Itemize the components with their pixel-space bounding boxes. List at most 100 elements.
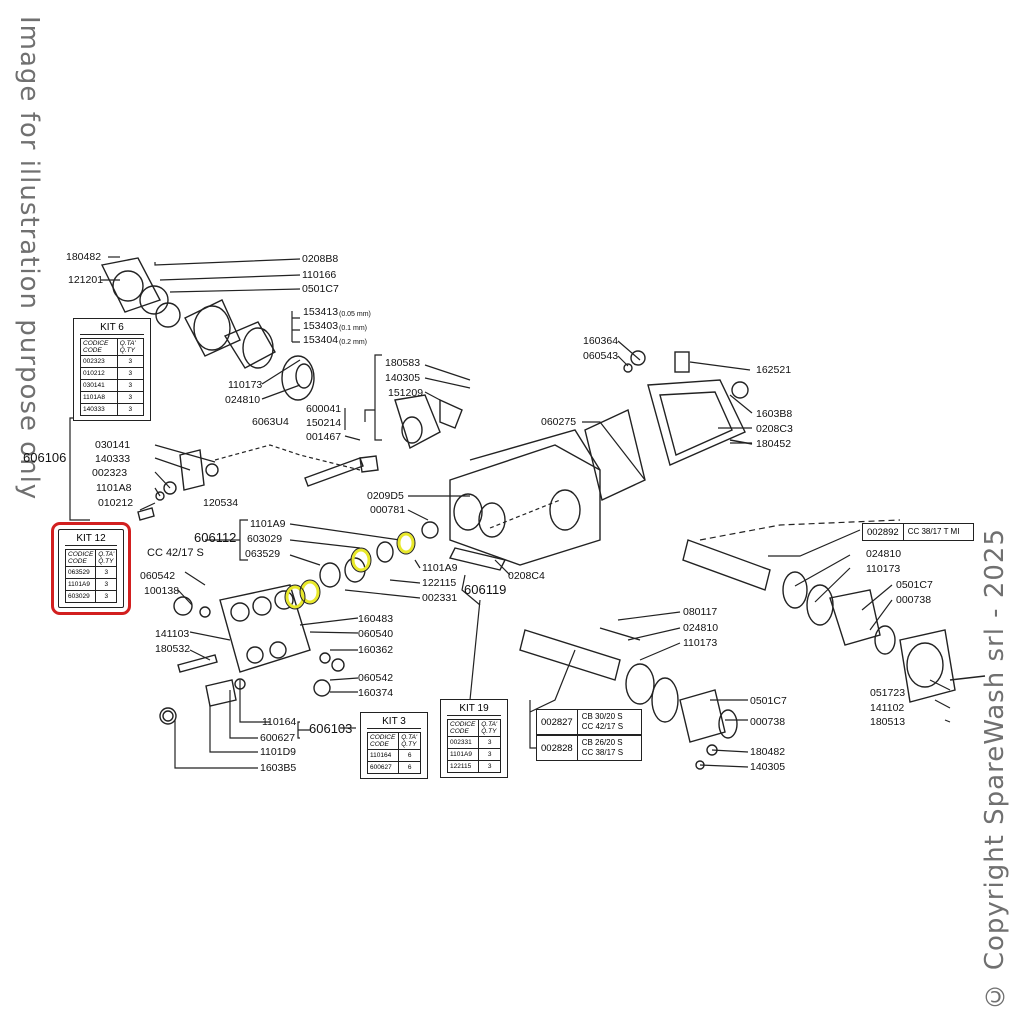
column-header-code: CODICE CODE [366, 732, 400, 750]
part-code: 063529 [64, 566, 97, 579]
model-box-002892: 002892 CC 38/17 T MI [862, 523, 974, 541]
kit-group-label: 606112 [194, 530, 237, 545]
kit-group-label: 606106 [23, 450, 67, 465]
part-code: 1101A8 [80, 391, 118, 404]
part-code: 110164 [366, 749, 400, 762]
part-label: 080117 [683, 606, 718, 618]
part-label: 002323 [92, 467, 128, 479]
part-label: 603029 [247, 533, 283, 545]
part-label: 180482 [66, 251, 102, 263]
part-label: 162521 [756, 364, 792, 376]
model-name: CC 38/17 T MI [907, 527, 960, 536]
column-header-code: CODICE CODE [446, 719, 480, 737]
part-label: 153403 [303, 320, 339, 332]
kit-title: KIT 19 [447, 703, 501, 716]
part-label: 1101A9 [250, 518, 286, 530]
part-label: 150214 [306, 417, 342, 429]
part-label: 002331 [422, 592, 458, 604]
model-name: CB 26/20 S [581, 738, 623, 747]
part-code: 1101A9 [64, 578, 97, 591]
part-label: 180583 [385, 357, 421, 369]
part-label: 0208B8 [302, 253, 339, 265]
shim-thickness: (0.05 mm) [339, 311, 371, 318]
model-box-002828: 002828 CB 26/20 S CC 38/17 S [536, 735, 642, 761]
part-label: 180532 [155, 643, 191, 655]
part-code: 030141 [80, 379, 118, 392]
part-label: 121201 [68, 274, 104, 286]
part-label: 000738 [750, 716, 786, 728]
part-code: 010212 [80, 367, 118, 380]
part-label: 000781 [370, 504, 406, 516]
part-label: 060542 [358, 672, 394, 684]
part-label: 0208C3 [756, 423, 793, 435]
part-label: 1603B5 [260, 762, 297, 774]
part-label: 1101D9 [260, 746, 297, 758]
kit-group-label: 606103 [309, 721, 353, 736]
part-label: 060542 [140, 570, 176, 582]
part-qty: 3 [478, 748, 501, 761]
part-label: 153404 [303, 334, 339, 346]
part-label: 180452 [756, 438, 792, 450]
part-qty: 3 [116, 367, 145, 380]
model-name: CC 42/17 S [581, 722, 624, 731]
part-code: 603029 [64, 590, 97, 603]
part-qty: 6 [398, 749, 421, 762]
part-label: 180482 [750, 746, 786, 758]
part-label: 600627 [260, 732, 296, 744]
kit-title: KIT 3 [367, 716, 421, 729]
part-label: 060543 [583, 350, 619, 362]
part-label: 1101A9 [422, 562, 458, 574]
watermark-illustration-note: Image for illustration purpose only [14, 16, 44, 501]
part-label: 140305 [385, 372, 421, 384]
part-label: 0208C4 [508, 570, 545, 582]
model-box-002827: 002827 CB 30/20 S CC 42/17 S [536, 709, 642, 735]
part-label: 120534 [203, 497, 239, 509]
part-qty: 3 [95, 578, 118, 591]
part-label: 110166 [302, 269, 337, 281]
part-label: 160483 [358, 613, 394, 625]
column-header-qty: Q.TA' Q.TY [95, 549, 118, 567]
kit-title: KIT 6 [80, 322, 144, 335]
part-code: 1101A9 [446, 748, 480, 761]
model-label: CC 42/17 S [147, 547, 204, 559]
part-qty: 3 [116, 355, 145, 368]
part-label: 141102 [870, 702, 905, 714]
part-label: 001467 [306, 431, 342, 443]
part-label: 1603B8 [756, 408, 793, 420]
model-name: CB 30/20 S [581, 712, 623, 721]
part-label: 141103 [155, 628, 190, 640]
shim-thickness: (0.1 mm) [339, 325, 367, 332]
part-label: 000738 [896, 594, 932, 606]
part-qty: 3 [116, 403, 145, 416]
part-qty: 3 [95, 566, 118, 579]
model-code: 002892 [863, 524, 904, 540]
part-label: 063529 [245, 548, 281, 560]
column-header-qty: Q.TA' Q.TY [398, 732, 421, 750]
shim-thickness: (0.2 mm) [339, 339, 367, 346]
kit-title: KIT 12 [65, 533, 117, 546]
part-label: 030141 [95, 439, 131, 451]
part-label: 1101A8 [96, 482, 132, 494]
part-label: 110173 [866, 563, 901, 575]
part-qty: 3 [116, 379, 145, 392]
part-label: 024810 [225, 394, 261, 406]
part-label: 0209D5 [367, 490, 404, 502]
part-label: 110173 [228, 379, 263, 391]
kit-group-label: 606119 [464, 582, 507, 597]
